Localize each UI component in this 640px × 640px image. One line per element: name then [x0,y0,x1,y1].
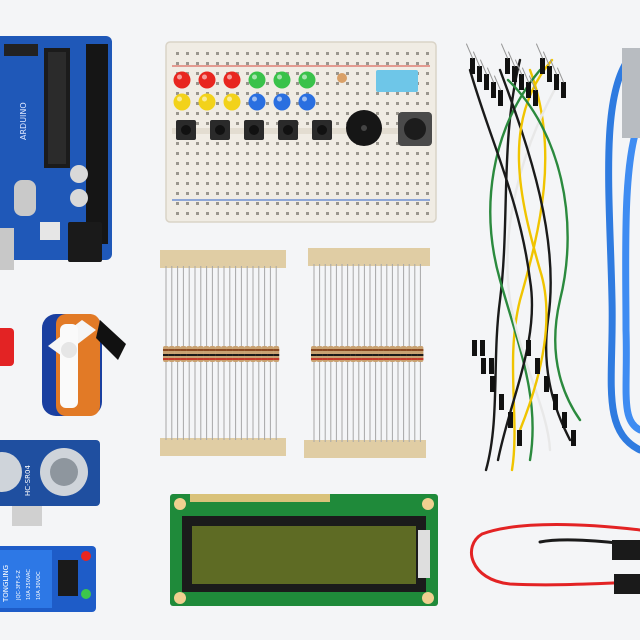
relay-spec: JQC-3FF-S-Z [16,570,22,601]
jumper-connector [547,66,552,82]
servo-motor [42,314,126,416]
breadboard-holes [176,52,429,215]
jumper-connector [505,58,510,74]
potentiometer [398,112,432,146]
led [198,93,216,111]
red-black-cable [470,523,640,594]
led [298,93,316,111]
led [223,93,241,111]
led [298,71,316,89]
dht-sensor [376,70,418,92]
jumper-connector [490,376,495,392]
jumper-connector [571,430,576,446]
ultrasonic-sensor: HC-SR04 [0,440,100,526]
buzzer-hole [361,125,367,131]
jumper-connector [544,376,549,392]
jumper-connector [480,340,485,356]
jumper-connector [553,394,558,410]
led [273,93,291,111]
arduino-board: ARDUINO [0,36,112,270]
jumper-wire [484,58,522,472]
led [223,71,241,89]
jumper-connector [498,90,503,106]
jumper-connector [508,412,513,428]
led [248,71,266,89]
jumper-connector [562,412,567,428]
relay-rating-2: 10A 30VDC [36,571,42,600]
jumper-connector [499,394,504,410]
jumper-connector [533,90,538,106]
breadboard [165,41,437,223]
arduino-text: ARDUINO [19,102,28,140]
jumper-wire [517,58,554,432]
jumper-connector [481,358,486,374]
jumper-connector [519,74,524,90]
jumper-wire [510,68,547,472]
relay-module: TONGLING JQC-3FF-S-Z 10A 250VAC 10A 30VD… [0,546,96,612]
jumper-connector [526,340,531,356]
jumper-connector [535,358,540,374]
ultrasonic-label: HC-SR04 [24,465,32,496]
jumper-connector [512,66,517,82]
relay-brand: TONGLING [2,565,10,603]
usb-cable [605,48,640,454]
jumper-connector [472,340,477,356]
jumper-wire [506,78,562,452]
jumper-connector [540,58,545,74]
jumper-connector [470,58,475,74]
jumper-connector [526,82,531,98]
relay-rating-1: 10A 250VAC [26,569,32,600]
led [248,93,266,111]
jumper-wires [466,43,582,472]
red-pushbutton-cap [0,328,14,366]
photoresistor [337,73,347,83]
led [173,71,191,89]
jumper-connector [484,74,489,90]
jumper-connector [477,66,482,82]
led-array [173,71,316,111]
led [273,71,291,89]
tactile-buttons [176,120,332,140]
led [198,71,216,89]
led [173,93,191,111]
jumper-connector [489,358,494,374]
jumper-connector [517,430,522,446]
jumper-connector [554,74,559,90]
lcd-display [170,494,438,606]
resistor-pack-right [304,248,430,458]
resistor-pack-left [160,250,286,456]
jumper-connector [491,82,496,98]
jumper-wire [468,68,534,462]
jumper-connector [561,82,566,98]
jumper-wire [506,78,582,422]
